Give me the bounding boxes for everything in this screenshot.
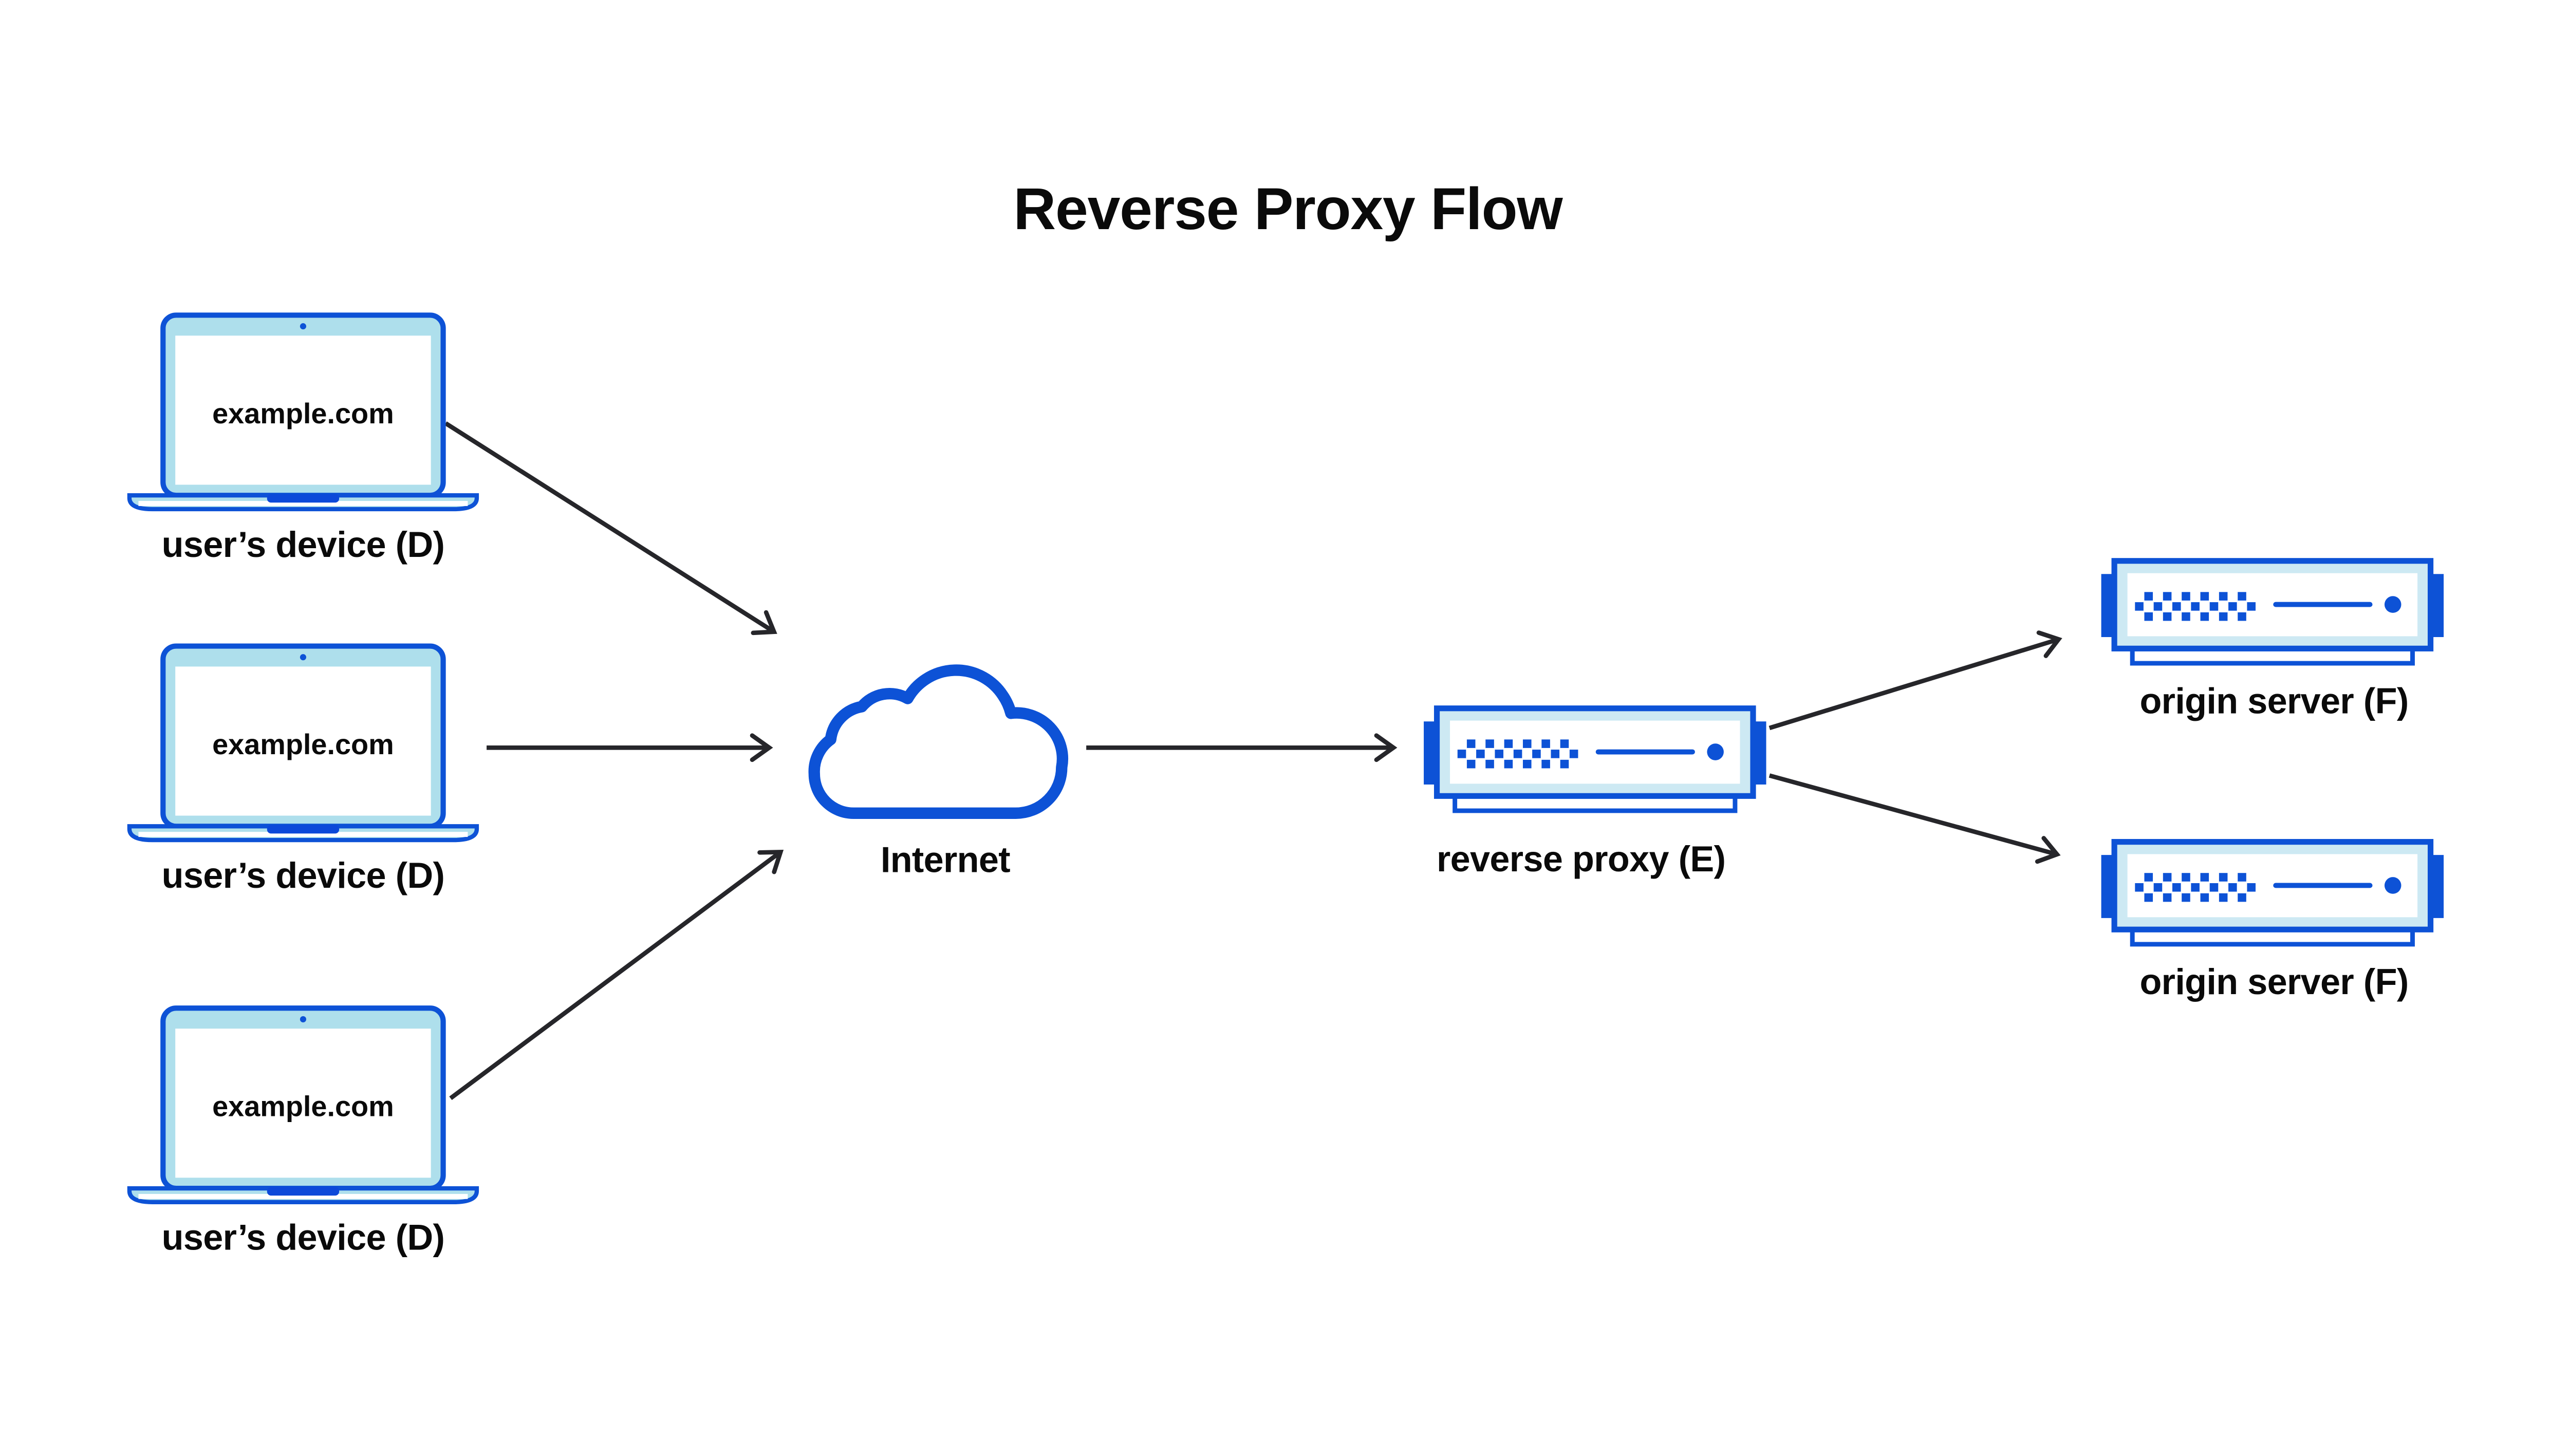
- user-device-node-3: example.com user’s device (D): [129, 1008, 477, 1258]
- user-device-node-2: example.com user’s device (D): [129, 646, 477, 895]
- arrow-reverse-proxy-to-origin-server-2: [1768, 773, 2061, 864]
- diagram-title: Reverse Proxy Flow: [1013, 176, 1563, 242]
- flow-arrows: [444, 421, 2062, 1100]
- origin-server-icon: [2101, 561, 2444, 663]
- device-screen-label: example.com: [212, 728, 394, 760]
- origin-server-caption: origin server (F): [2139, 961, 2408, 1002]
- origin-server-icon: [2101, 842, 2444, 944]
- device-screen-label: example.com: [212, 1090, 394, 1123]
- arrow-device3-to-internet: [449, 849, 784, 1100]
- origin-server-caption: origin server (F): [2139, 680, 2408, 721]
- reverse-proxy-node: reverse proxy (E): [1424, 708, 1766, 879]
- device-caption: user’s device (D): [162, 524, 445, 565]
- device-caption: user’s device (D): [162, 855, 445, 895]
- internet-node: Internet: [808, 664, 1069, 880]
- cloud-icon: [808, 664, 1069, 819]
- user-device-node-1: example.com user’s device (D): [129, 315, 477, 565]
- origin-server-node-2: origin server (F): [2101, 842, 2444, 1002]
- origin-server-node-1: origin server (F): [2101, 561, 2444, 721]
- device-screen-label: example.com: [212, 397, 394, 430]
- reverse-proxy-server-icon: [1424, 708, 1766, 811]
- device-caption: user’s device (D): [162, 1217, 445, 1258]
- arrow-reverse-proxy-to-origin-server-1: [1768, 630, 2062, 731]
- arrow-device1-to-internet: [444, 421, 777, 636]
- internet-caption: Internet: [881, 839, 1010, 880]
- reverse-proxy-caption: reverse proxy (E): [1437, 838, 1725, 879]
